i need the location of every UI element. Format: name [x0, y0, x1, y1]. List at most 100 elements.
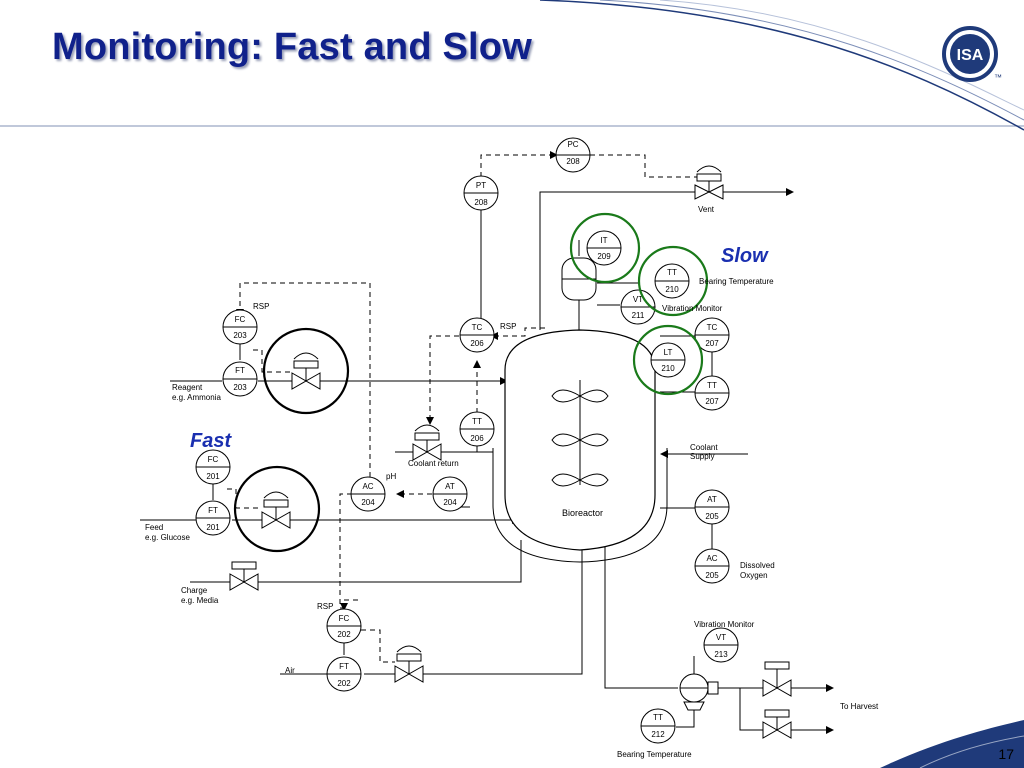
- label-charge-eg: e.g. Media: [181, 596, 219, 605]
- instrument-ft203: FT 203: [222, 361, 258, 397]
- coolant-valve-icon: [412, 424, 442, 461]
- slide-title: Monitoring: Fast and Slow: [52, 26, 532, 68]
- svg-text:AT: AT: [445, 482, 455, 491]
- svg-text:PC: PC: [567, 140, 578, 149]
- svg-text:205: 205: [705, 571, 719, 580]
- instrument-tt206: TT 206: [459, 411, 495, 447]
- svg-text:212: 212: [651, 730, 665, 739]
- fast-ring-reagent-valve: [262, 327, 350, 415]
- svg-text:208: 208: [566, 157, 580, 166]
- instrument-ac205: AC 205: [694, 548, 730, 584]
- svg-text:TT: TT: [472, 417, 482, 426]
- label-vibration-monitor-top: Vibration Monitor: [662, 304, 723, 313]
- svg-text:206: 206: [470, 339, 484, 348]
- bioreactor-label: Bioreactor: [562, 508, 603, 518]
- svg-text:204: 204: [443, 498, 457, 507]
- svg-text:209: 209: [597, 252, 611, 261]
- svg-text:211: 211: [632, 311, 645, 320]
- svg-text:FC: FC: [235, 315, 246, 324]
- label-vibration-monitor-bottom: Vibration Monitor: [694, 620, 755, 629]
- instrument-pc208: PC 208: [555, 137, 591, 173]
- charge-valve-icon: [229, 561, 259, 591]
- svg-text:FC: FC: [339, 614, 350, 623]
- svg-text:LT: LT: [664, 348, 673, 357]
- label-feed-eg: e.g. Glucose: [145, 533, 190, 542]
- header-swoosh: [0, 0, 1024, 131]
- label-rsp-fc203: RSP: [253, 302, 269, 311]
- instrument-it209: IT 209: [586, 230, 622, 266]
- svg-text:201: 201: [206, 472, 220, 481]
- label-oxygen: Oxygen: [740, 571, 768, 580]
- svg-text:FT: FT: [235, 366, 245, 375]
- svg-text:AC: AC: [706, 554, 717, 563]
- instrument-at204: AT 204: [432, 476, 468, 512]
- air-control-valve-icon: [394, 645, 424, 683]
- svg-text:206: 206: [470, 434, 484, 443]
- instrument-pt208: PT 208: [463, 175, 499, 211]
- signal-lines: [227, 151, 713, 663]
- feed-control-valve-icon: [261, 491, 291, 529]
- svg-text:201: 201: [206, 523, 220, 532]
- slow-ring-tt210: [637, 245, 709, 317]
- svg-text:VT: VT: [633, 295, 643, 304]
- slow-ring-lt210: [632, 324, 704, 396]
- instrument-ft201: FT 201: [195, 500, 231, 536]
- label-feed: Feed: [145, 523, 163, 532]
- instrument-tc206: TC 206: [459, 317, 495, 353]
- svg-text:203: 203: [233, 383, 247, 392]
- svg-text:202: 202: [337, 679, 351, 688]
- svg-text:TT: TT: [653, 713, 663, 722]
- svg-text:207: 207: [705, 339, 719, 348]
- label-coolant-supply-2: Supply: [690, 452, 714, 461]
- label-rsp-fc202: RSP: [317, 602, 333, 611]
- slide-number: 17: [998, 746, 1014, 762]
- svg-text:FT: FT: [208, 506, 218, 515]
- harvest-valve-icon-2: [762, 709, 792, 739]
- svg-text:IT: IT: [600, 236, 607, 245]
- svg-text:TT: TT: [707, 381, 717, 390]
- label-coolant-return: Coolant return: [408, 459, 459, 468]
- svg-text:207: 207: [705, 397, 719, 406]
- svg-text:VT: VT: [716, 633, 726, 642]
- label-bearing-temperature-top: Bearing Temperature: [699, 277, 774, 286]
- instrument-ac204: AC 204: [350, 476, 386, 512]
- svg-text:204: 204: [361, 498, 375, 507]
- label-ph: pH: [386, 472, 396, 481]
- svg-text:PT: PT: [476, 181, 486, 190]
- vent-control-valve-icon: [694, 165, 724, 200]
- label-reagent-eg: e.g. Ammonia: [172, 393, 221, 402]
- reagent-control-valve-icon: [291, 352, 321, 390]
- diagram-labels: Vent Bearing Temperature Vibration Monit…: [145, 205, 879, 759]
- label-air: Air: [285, 666, 295, 675]
- label-coolant-supply-1: Coolant: [690, 443, 718, 452]
- logo-text: ISA: [957, 47, 984, 64]
- instrument-vt211: VT 211: [620, 289, 656, 325]
- svg-text:210: 210: [665, 285, 679, 294]
- instrument-tt207: TT 207: [694, 375, 730, 411]
- label-vent: Vent: [698, 205, 715, 214]
- label-rsp-tc: RSP: [500, 322, 516, 331]
- label-dissolved: Dissolved: [740, 561, 775, 570]
- svg-text:TC: TC: [472, 323, 483, 332]
- svg-text:FC: FC: [208, 455, 219, 464]
- svg-text:AC: AC: [362, 482, 373, 491]
- fast-callout: Fast: [190, 430, 232, 452]
- svg-text:AT: AT: [707, 495, 717, 504]
- isa-logo: ISA ™: [942, 26, 1002, 82]
- svg-text:203: 203: [233, 331, 247, 340]
- bioreactor-vessel: Bioreactor: [492, 329, 668, 563]
- impeller-icon: [551, 389, 609, 487]
- pump-icon: [679, 673, 719, 711]
- svg-text:™: ™: [994, 73, 1002, 82]
- label-to-harvest: To Harvest: [840, 702, 879, 711]
- svg-text:208: 208: [474, 198, 488, 207]
- instrument-fc203: FC 203: [222, 309, 258, 345]
- slow-callout: Slow: [721, 245, 769, 267]
